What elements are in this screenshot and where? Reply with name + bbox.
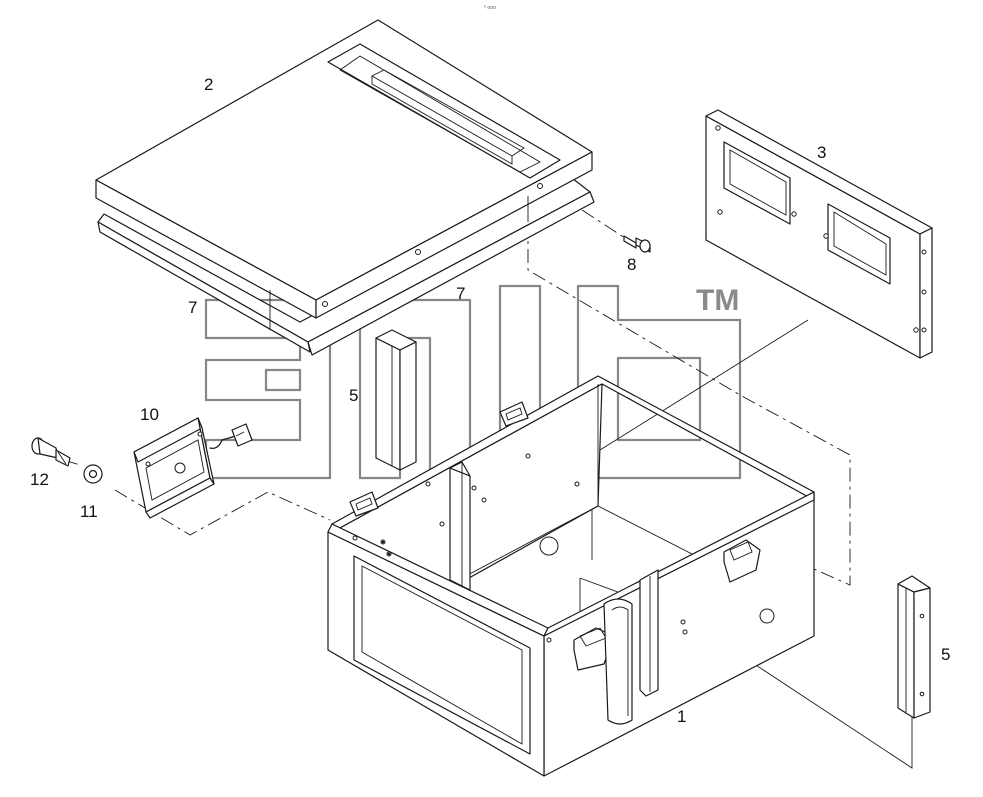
callout-washer: 11 [80, 502, 98, 521]
callout-bolt: 12 [30, 470, 49, 489]
rail-center-part [375, 329, 417, 471]
front-panel-part [705, 109, 933, 359]
bolt-part [31, 437, 71, 467]
module-part [133, 417, 253, 519]
callout-rail-center: 5 [349, 386, 358, 405]
callout-rail-right: 5 [941, 645, 950, 664]
callout-gasket-left: 7 [188, 298, 197, 317]
rail-right-part [897, 575, 931, 719]
callout-screw-8: 8 [627, 255, 636, 274]
callout-labels: 2 3 8 7 7 5 5 10 12 11 1 [30, 75, 950, 726]
watermark-tm: TM [696, 284, 739, 317]
washer-part [83, 464, 103, 484]
callout-module: 10 [140, 405, 159, 424]
watermark-logo: TM [204, 284, 742, 480]
lid-part [95, 19, 595, 356]
box-part [327, 375, 815, 777]
callout-box: 1 [677, 707, 686, 726]
callout-gasket-right: 7 [456, 284, 465, 303]
top-mark: ⁰ ooo [484, 5, 496, 11]
screw-8-part [623, 235, 651, 253]
callout-front-panel: 3 [817, 143, 826, 162]
callout-lid: 2 [204, 75, 213, 94]
